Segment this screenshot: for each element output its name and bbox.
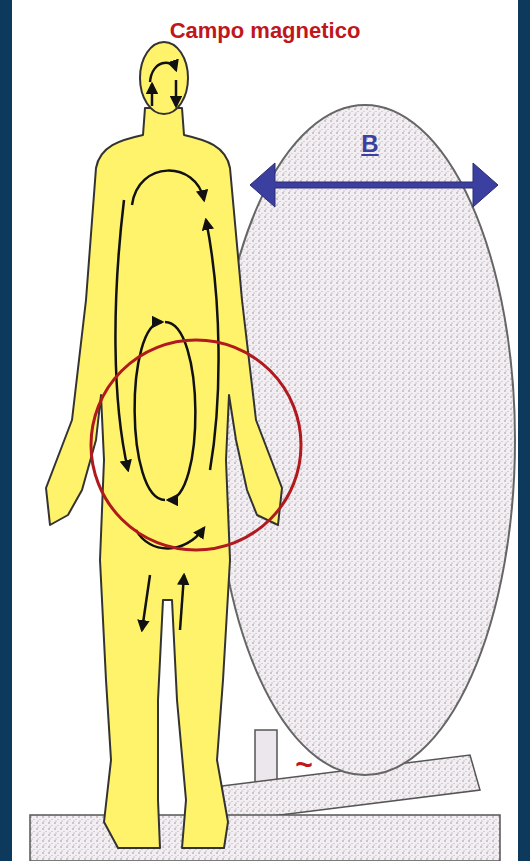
- figure-title: Campo magnetico: [170, 18, 361, 44]
- alternating-current-symbol: ~: [295, 748, 313, 782]
- white-panel: Campo magneticoB ~: [12, 0, 518, 861]
- body-in-field-illustration: [12, 0, 518, 861]
- field-label: B: [361, 130, 378, 158]
